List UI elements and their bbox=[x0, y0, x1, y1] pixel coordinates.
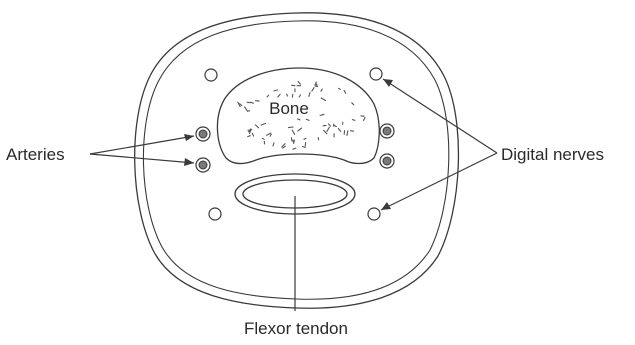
artery-lower-left bbox=[196, 158, 210, 172]
digital-nerve-top-left bbox=[205, 69, 217, 81]
artery-upper-right bbox=[380, 124, 394, 138]
digital-nerve-bottom-left bbox=[209, 208, 221, 220]
bone-speckle-mark bbox=[248, 130, 252, 131]
digital-nerve-top-right bbox=[370, 68, 382, 80]
bone-speckle-mark bbox=[352, 120, 354, 121]
bone-speckle-mark bbox=[289, 127, 294, 128]
artery-upper-left bbox=[196, 127, 210, 141]
skin-inner-contour bbox=[143, 21, 448, 299]
flexor-tendon-label: Flexor tendon bbox=[244, 319, 348, 338]
skin-outer-contour bbox=[135, 13, 459, 308]
digital-nerve-bottom-right bbox=[368, 208, 380, 220]
bone-speckle-mark bbox=[287, 94, 288, 96]
arteries-label: Arteries bbox=[6, 145, 65, 164]
digital-nerves-leader-lines bbox=[381, 79, 497, 210]
artery-lower-right bbox=[380, 154, 394, 168]
bone-label: Bone bbox=[269, 99, 309, 118]
bone-speckle-mark bbox=[302, 147, 305, 148]
bone-speckle-mark bbox=[291, 138, 292, 141]
bone-speckle-mark bbox=[247, 102, 250, 103]
bone-speckle-mark bbox=[351, 131, 354, 132]
bone-speckle-mark bbox=[315, 86, 318, 87]
arteries-leader-lines bbox=[90, 134, 194, 166]
digital-nerves-label: Digital nerves bbox=[501, 145, 604, 164]
